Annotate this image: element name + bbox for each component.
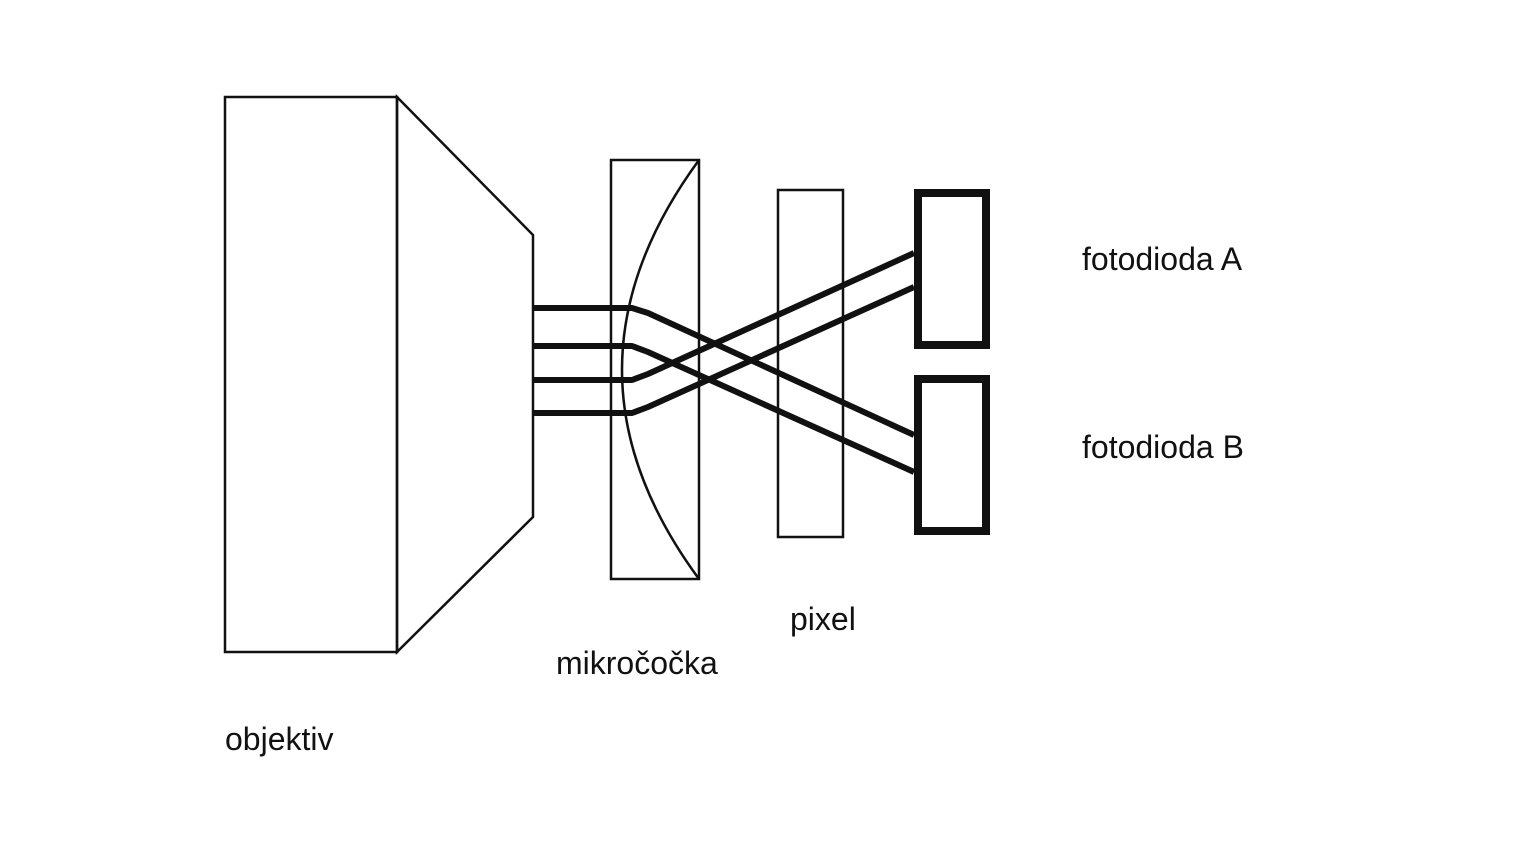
light-ray-3 bbox=[533, 250, 916, 383]
light-rays bbox=[533, 250, 916, 475]
objective-cone bbox=[395, 93, 535, 656]
objective bbox=[223, 93, 535, 656]
photodiode-b bbox=[914, 375, 990, 535]
objective-label: objektiv bbox=[225, 721, 334, 757]
photodiode-b-label: fotodioda B bbox=[1082, 429, 1244, 465]
light-ray-1 bbox=[533, 305, 916, 438]
photodiode-a-label: fotodioda A bbox=[1082, 241, 1243, 277]
microlens bbox=[609, 158, 701, 581]
pixel bbox=[776, 188, 845, 539]
microlens-frame bbox=[609, 158, 701, 581]
microlens-curve bbox=[620, 159, 701, 580]
light-ray-4 bbox=[533, 284, 916, 416]
objective-body bbox=[223, 95, 399, 654]
light-ray-2 bbox=[533, 343, 916, 475]
photodiode-a bbox=[914, 189, 990, 349]
pixel-label: pixel bbox=[790, 601, 856, 637]
microlens-label: mikročočka bbox=[556, 645, 718, 681]
